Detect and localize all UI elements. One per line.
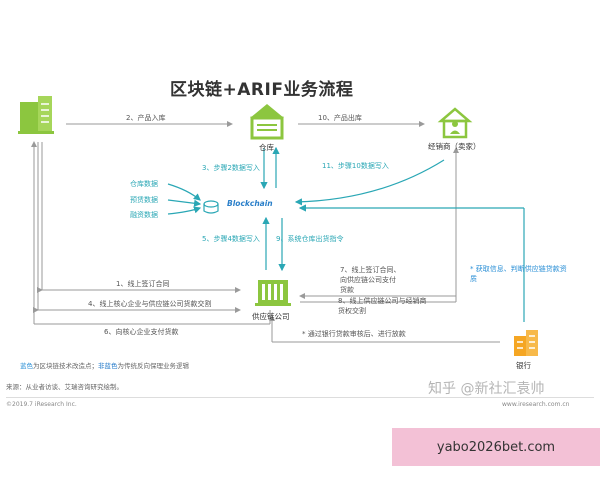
legend-footnote: 蓝色为区块链技术改造点；非蓝色为传统反向保理业务逻辑 [20, 360, 189, 370]
legend-blue-desc: 为区块链技术改造点； [33, 362, 98, 370]
diagram-title: 区块链+ARIF业务流程 [170, 80, 354, 100]
flow-5-label: 5、步骤4数据写入 [202, 235, 260, 243]
core-enterprise-building-icon [18, 96, 54, 134]
bank-info-note-line2: 质 [470, 275, 477, 283]
bank-loan-note: * 通过银行贷款审核后、进行放款 [302, 330, 406, 338]
flow-4-label: 4、线上核心企业与供应链公司货款交割 [88, 300, 212, 308]
copyright-text: ©2019.7 iResearch Inc. [6, 401, 77, 408]
distributor-label: 经销商（卖家） [428, 142, 481, 151]
blockchain-database-icon [203, 200, 219, 214]
flow-10-label: 10、产品出库 [318, 114, 362, 122]
flow-3-label: 3、步骤2数据写入 [202, 164, 260, 172]
flow-8-label-line1: 8、线上供应链公司与经销商 [338, 297, 427, 305]
legend-blue-term: 蓝色 [20, 362, 33, 370]
supply-chain-company-icon [255, 280, 291, 306]
legend-nonblue-desc: 为传统反向保理业务逻辑 [117, 362, 190, 370]
distributor-store-icon [437, 107, 473, 139]
footer-divider [6, 397, 594, 398]
data-item-financing: 融资数据 [130, 211, 158, 219]
flow-11-label: 11、步骤10数据写入 [322, 162, 389, 170]
data-item-warehouse: 仓库数据 [130, 180, 158, 188]
flow-8-label-line2: 货权交割 [338, 307, 366, 315]
warehouse-icon [250, 104, 284, 140]
site-url: www.iresearch.com.cn [502, 401, 570, 408]
flow-9-label: 9、系统仓库出货指令 [276, 235, 344, 243]
flow-7-label-line2: 向供应链公司支付 [340, 276, 396, 284]
gray-flow-arrows [31, 121, 500, 343]
warehouse-label: 仓库 [259, 143, 274, 152]
overlay-link-banner[interactable]: yabo2026bet.com [392, 428, 600, 466]
bank-building-icon [514, 330, 538, 356]
legend-nonblue-term: 非蓝色 [98, 362, 118, 370]
supply-chain-label: 供应链公司 [252, 312, 290, 321]
zhihu-watermark: 知乎 @新社汇袁帅 [428, 381, 545, 397]
bank-label: 银行 [516, 361, 531, 370]
bank-info-note-line1: * 获取信息、判断供应链贷款资 [470, 265, 567, 273]
blockchain-label: Blockchain [227, 199, 273, 208]
teal-blockchain-arrows [167, 146, 525, 322]
flow-2-label: 2、产品入库 [126, 114, 166, 122]
data-item-prelease: 预赁数据 [130, 196, 158, 204]
flow-7-label-line3: 货款 [340, 286, 354, 294]
flow-6-label: 6、向核心企业支付货款 [104, 328, 179, 336]
source-note: 来源：从业者访谈、艾瑞咨询研究绘制。 [6, 383, 123, 391]
flow-1-label: 1、线上签订合同 [116, 280, 170, 288]
flow-7-label-line1: 7、线上签订合同、 [340, 266, 401, 274]
